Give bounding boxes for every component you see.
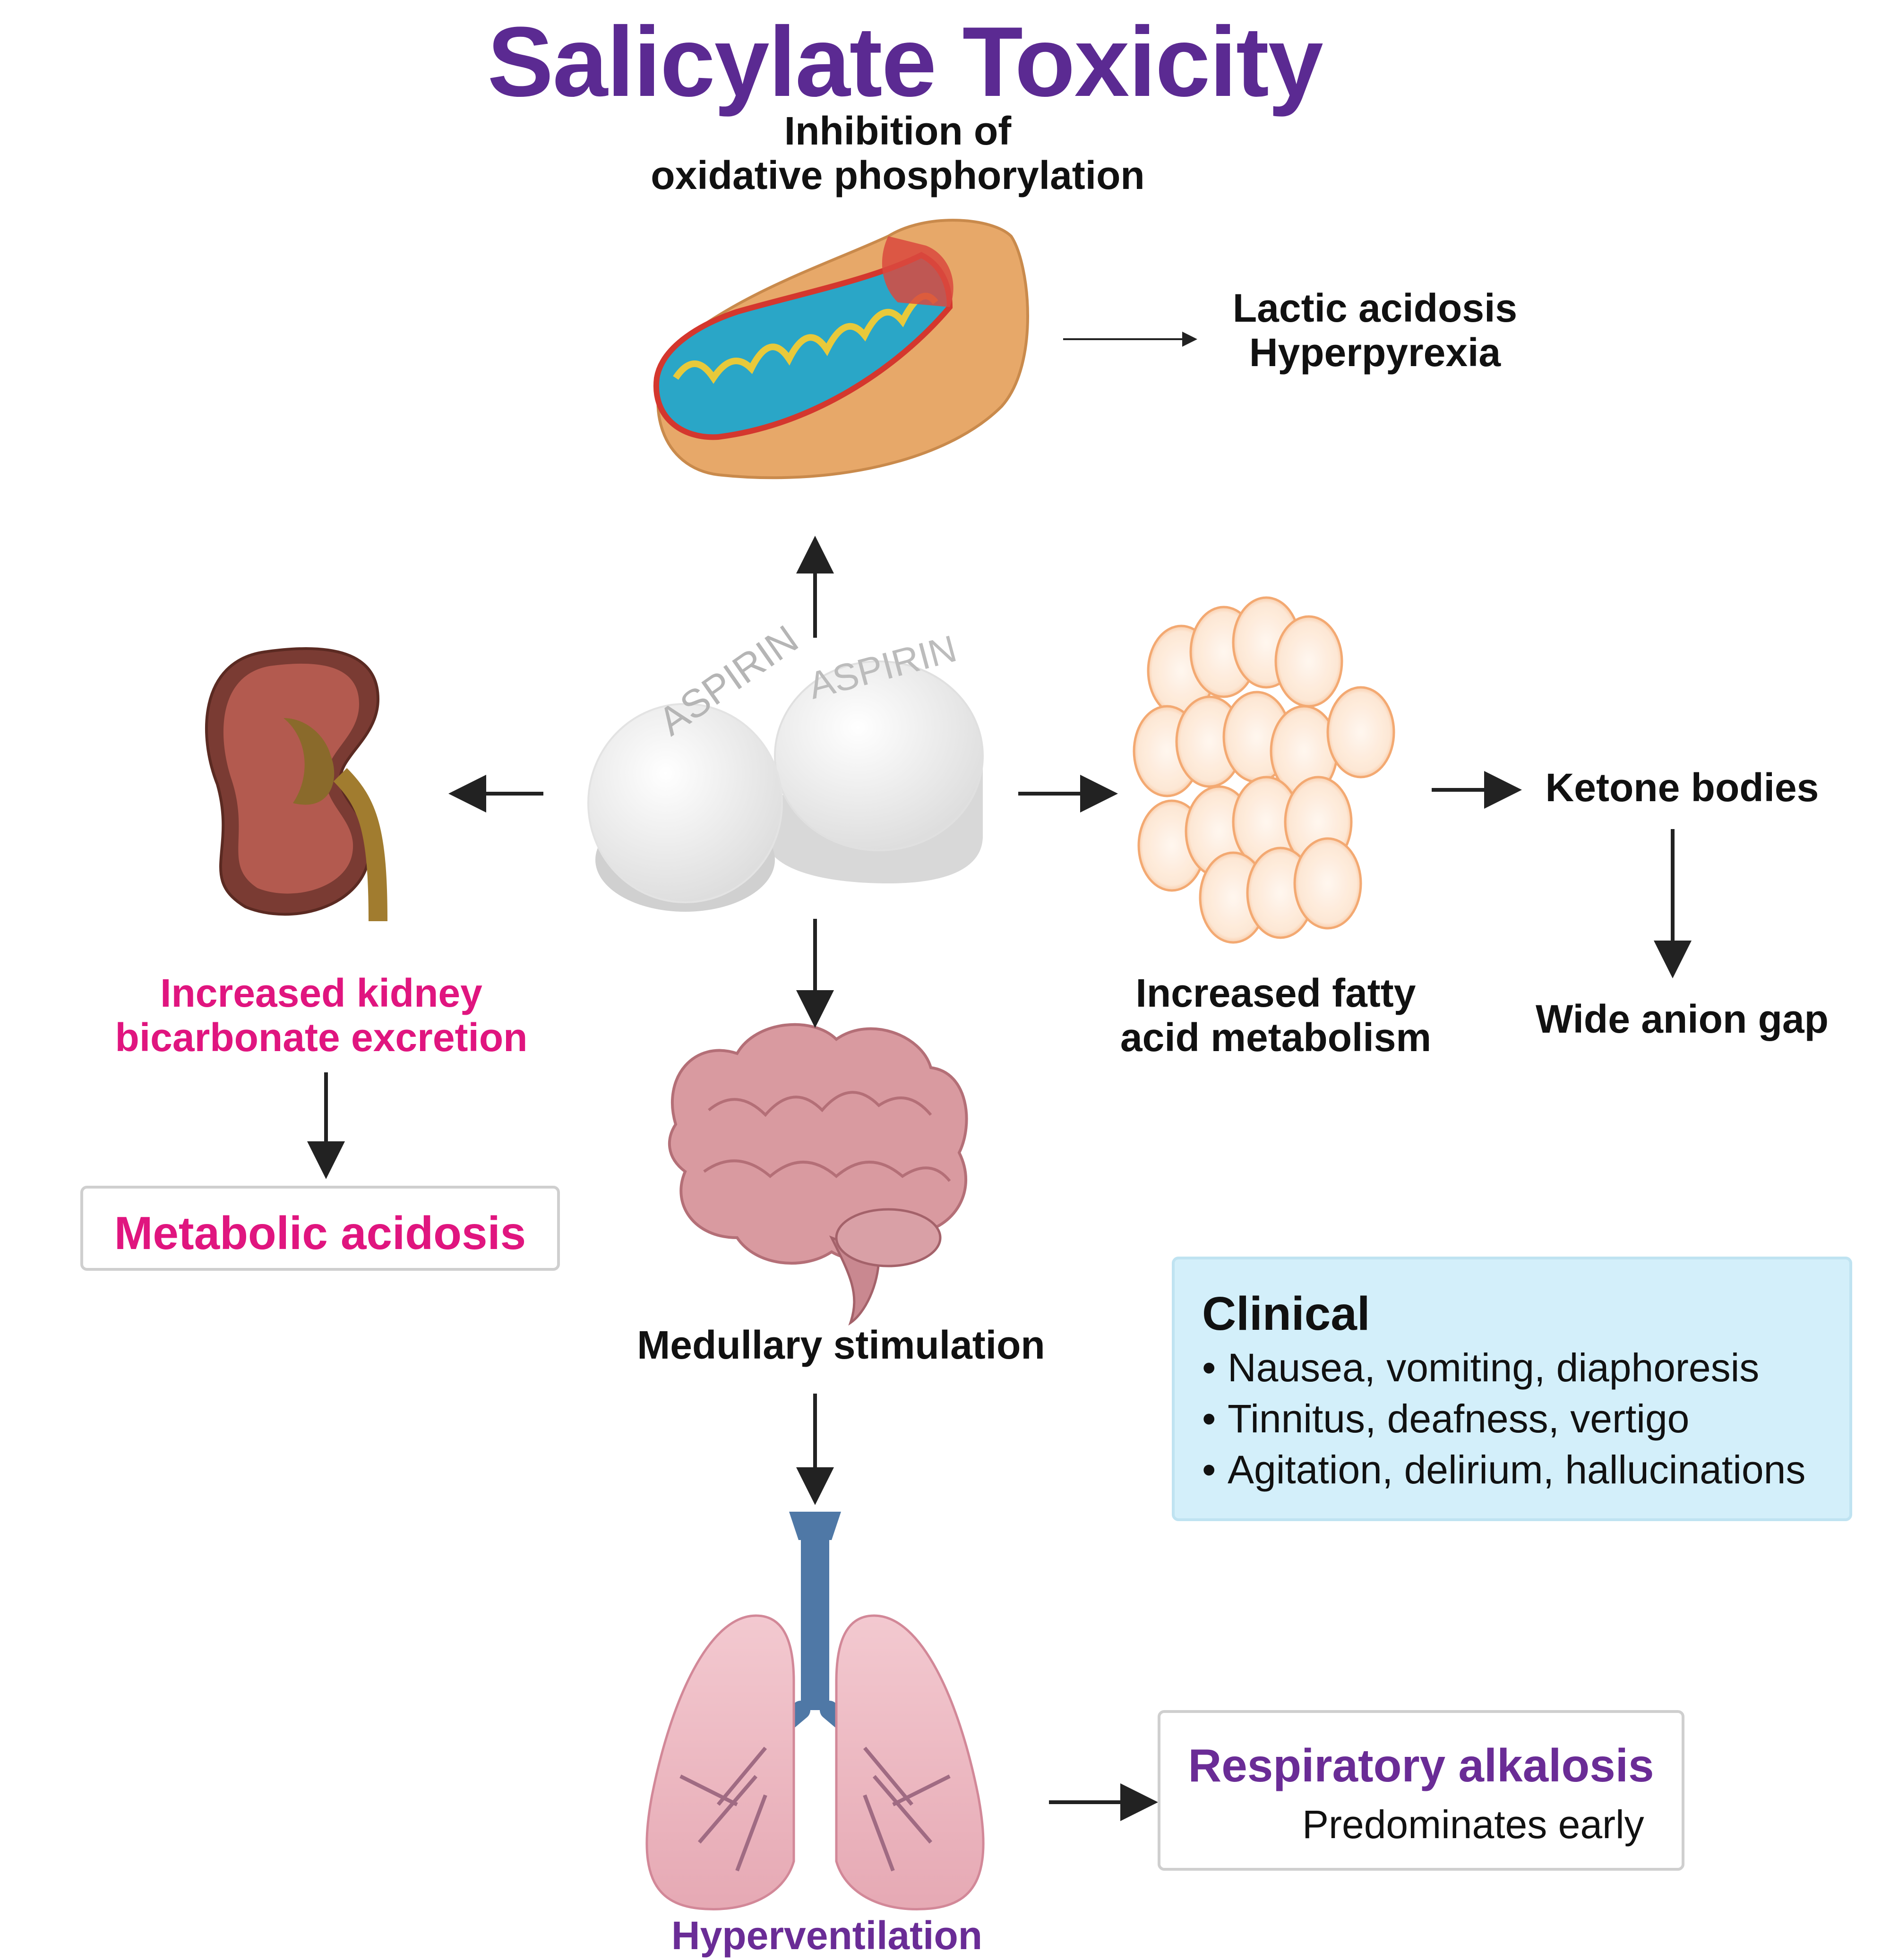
mito-label-line2: oxidative phosphorylation bbox=[651, 153, 1145, 197]
bullet-icon: • bbox=[1202, 1447, 1216, 1492]
metabolic-acidosis-box: Metabolic acidosis bbox=[80, 1186, 560, 1271]
flow-arrows bbox=[307, 332, 1692, 1842]
respiratory-alkalosis-subtitle: Predominates early bbox=[1302, 1802, 1644, 1847]
wide-anion-gap-label: Wide anion gap bbox=[1536, 997, 1829, 1041]
lungs-icon bbox=[645, 1512, 985, 1910]
respiratory-alkalosis-title: Respiratory alkalosis bbox=[1188, 1739, 1654, 1791]
clinical-item: • Tinnitus, deafness, vertigo bbox=[1202, 1393, 1805, 1444]
clinical-item: • Nausea, vomiting, diaphoresis bbox=[1202, 1342, 1805, 1393]
lactic-label-line1: Lactic acidosis bbox=[1232, 286, 1518, 330]
kidney-icon bbox=[205, 647, 387, 922]
kidney-label-line2: bicarbonate excretion bbox=[115, 1015, 528, 1060]
mito-label: Inhibition of oxidative phosphorylation bbox=[614, 109, 1181, 197]
brain-icon bbox=[668, 1023, 968, 1326]
respiratory-alkalosis-box: Respiratory alkalosis Predominates early bbox=[1158, 1710, 1684, 1871]
clinical-item: • Agitation, delirium, hallucinations bbox=[1202, 1444, 1805, 1495]
mitochondrion-icon bbox=[653, 219, 1029, 479]
lactic-label: Lactic acidosis Hyperpyrexia bbox=[1210, 286, 1540, 375]
fat-cells-icon bbox=[1133, 596, 1395, 944]
aspirin-pills-icon bbox=[587, 660, 984, 912]
clinical-item-text: Agitation, delirium, hallucinations bbox=[1228, 1447, 1806, 1492]
clinical-item-text: Nausea, vomiting, diaphoresis bbox=[1228, 1345, 1760, 1390]
page-title: Salicylate Toxicity bbox=[487, 6, 1323, 117]
lactic-label-line2: Hyperpyrexia bbox=[1249, 330, 1501, 375]
kidney-label: Increased kidney bicarbonate excretion bbox=[109, 971, 534, 1060]
medullary-label: Medullary stimulation bbox=[637, 1323, 1045, 1367]
clinical-box: Clinical • Nausea, vomiting, diaphoresis … bbox=[1172, 1257, 1852, 1521]
fatty-acid-label-line1: Increased fatty bbox=[1135, 971, 1416, 1015]
metabolic-acidosis-label: Metabolic acidosis bbox=[114, 1207, 526, 1259]
hyperventilation-label: Hyperventilation bbox=[671, 1913, 983, 1958]
ketone-bodies-label: Ketone bodies bbox=[1545, 765, 1819, 810]
fatty-acid-label-line2: acid metabolism bbox=[1120, 1015, 1432, 1060]
clinical-list: • Nausea, vomiting, diaphoresis • Tinnitus… bbox=[1202, 1342, 1805, 1495]
bullet-icon: • bbox=[1202, 1345, 1216, 1390]
clinical-item-text: Tinnitus, deafness, vertigo bbox=[1228, 1396, 1690, 1441]
fatty-acid-label: Increased fatty acid metabolism bbox=[1087, 971, 1465, 1060]
kidney-label-line1: Increased kidney bbox=[160, 971, 482, 1015]
mito-label-line1: Inhibition of bbox=[784, 109, 1012, 153]
clinical-title: Clinical bbox=[1202, 1287, 1370, 1340]
bullet-icon: • bbox=[1202, 1396, 1216, 1441]
